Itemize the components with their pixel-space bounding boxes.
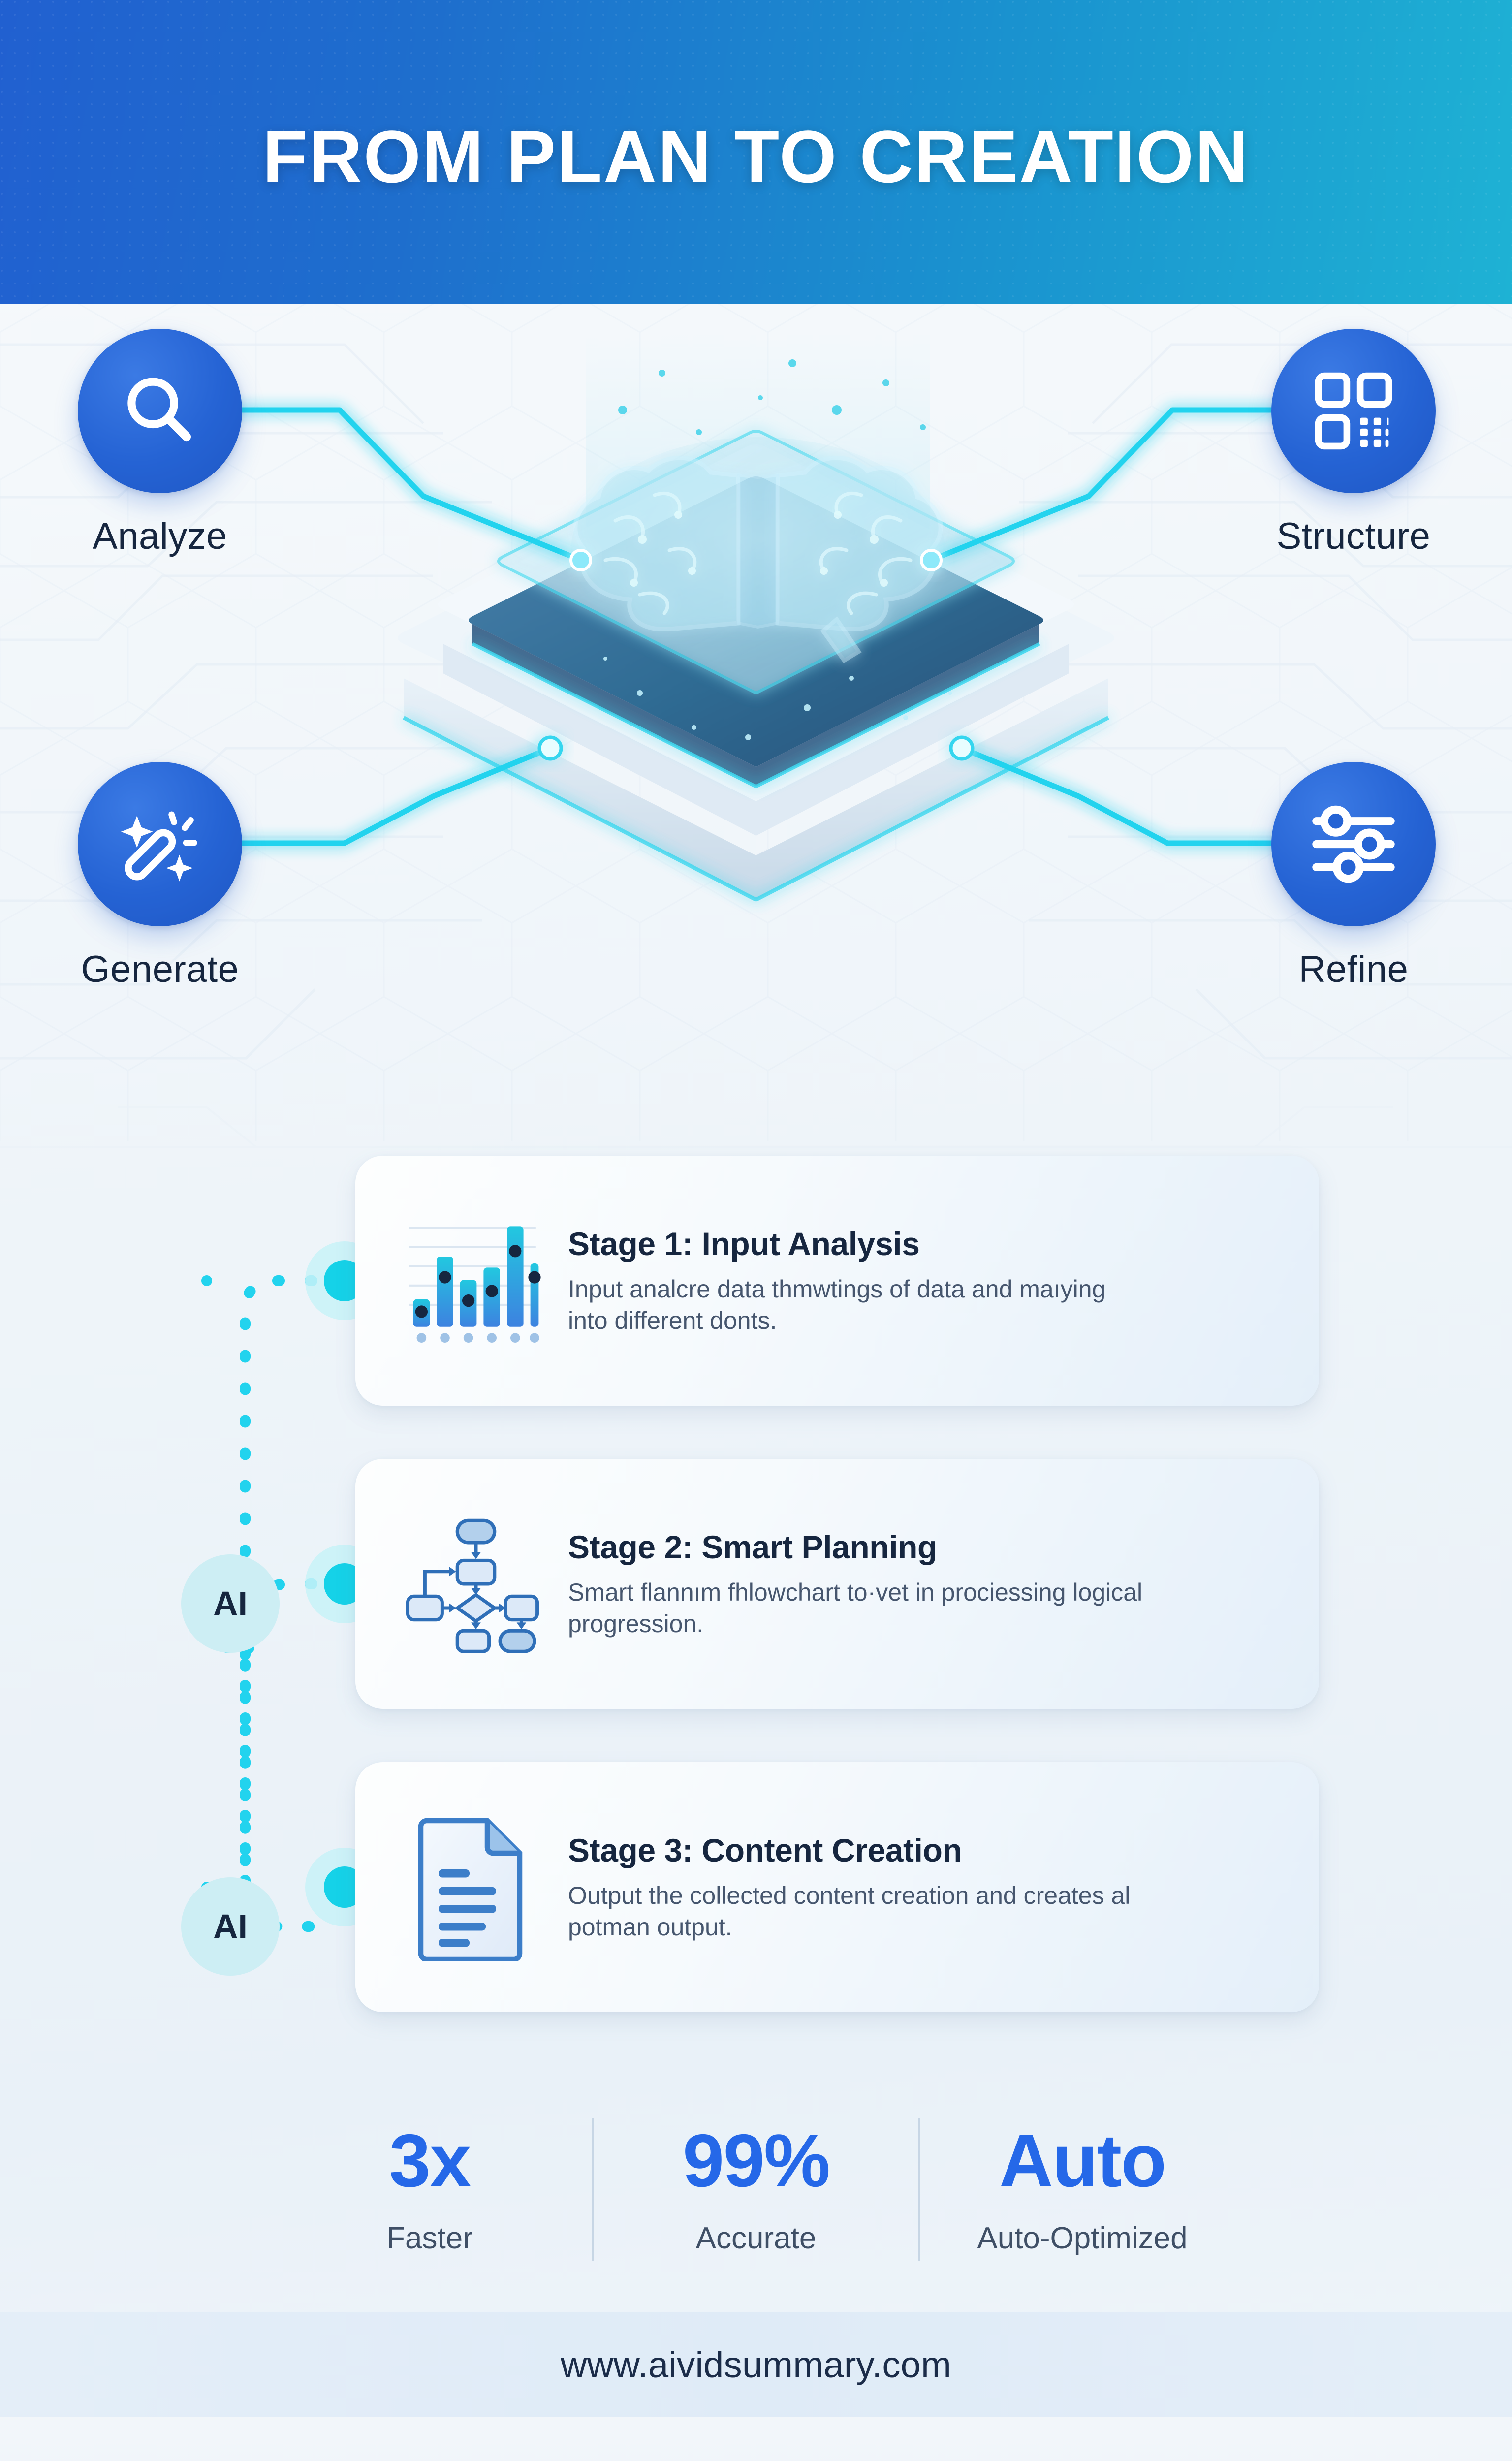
stage-card[interactable]: Stage 3: Content Creation Output the col…: [355, 1762, 1319, 2012]
stat-label: Accurate: [695, 2221, 817, 2255]
stage-title: Stage 3: Content Creation: [568, 1832, 962, 1868]
stat-label: Auto-Optimized: [977, 2221, 1188, 2255]
analyze-icon-circle[interactable]: [78, 329, 242, 493]
hero-node-label: Analyze: [93, 515, 227, 557]
stage-icon: [399, 1214, 546, 1347]
search-icon: [127, 378, 191, 442]
ai-badge-label: AI: [213, 1907, 248, 1946]
website-url-bar: www.aividsummary.com: [0, 2312, 1512, 2417]
hero-node-structure[interactable]: Structure: [1265, 329, 1442, 558]
stat-divider: [918, 2118, 920, 2261]
refine-icon-circle[interactable]: [1271, 762, 1436, 926]
hero-node-label: Refine: [1298, 948, 1409, 990]
stat-value: 3x: [389, 2118, 471, 2203]
stat-item: Auto Auto-Optimized: [920, 2123, 1245, 2256]
hero-node-refine[interactable]: Refine: [1265, 762, 1442, 991]
header-dot-texture: [0, 0, 1512, 304]
stage-description: Smart flannım fhlowchart to·vet in proci…: [568, 1578, 1143, 1638]
magic-wand-icon: [121, 811, 197, 882]
stage-title: Stage 1: Input Analysis: [568, 1226, 920, 1262]
stage-icon: [399, 1813, 546, 1961]
hero-node-generate[interactable]: Generate: [71, 762, 249, 991]
sliders-icon: [1312, 805, 1395, 883]
hero-section: Analyze Structure: [0, 304, 1512, 1131]
page-title: FROM PLAN TO CREATION: [262, 115, 1250, 198]
flowchart-icon: [406, 1518, 539, 1653]
hero-node-analyze[interactable]: Analyze: [71, 329, 249, 558]
grid-qr-icon: [1315, 372, 1392, 450]
stage-text: Stage 2: Smart Planning Smart flannım fh…: [568, 1528, 1149, 1640]
stat-label: Faster: [386, 2221, 473, 2255]
hero-node-label: Generate: [81, 948, 239, 990]
brand-logo: AI VidSummary: [0, 2417, 1512, 2461]
stage-card[interactable]: Stage 1: Input Analysis Input analcre da…: [355, 1156, 1319, 1406]
stat-divider: [592, 2118, 594, 2261]
ai-badge: AI: [181, 1877, 280, 1976]
stages-section: AI AI: [0, 1131, 1512, 2066]
stage-description: Output the collected content creation an…: [568, 1882, 1131, 1941]
stat-value: Auto: [999, 2118, 1166, 2203]
stat-value: 99%: [682, 2118, 830, 2203]
bar-chart-icon: [409, 1226, 541, 1343]
stage-description: Input analcre data thmwtings of data and…: [568, 1275, 1106, 1334]
stage-text: Stage 1: Input Analysis Input analcre da…: [568, 1225, 1149, 1336]
ai-badge: AI: [181, 1554, 280, 1653]
website-url[interactable]: www.aividsummary.com: [560, 2344, 952, 2385]
stage-icon: [399, 1515, 546, 1653]
generate-icon-circle[interactable]: [78, 762, 242, 926]
document-icon: [418, 1818, 523, 1961]
hero-node-label: Structure: [1276, 515, 1431, 557]
stage-card[interactable]: Stage 2: Smart Planning Smart flannım fh…: [355, 1459, 1319, 1709]
stats-section: 3x Faster 99% Accurate Auto Auto-Optimiz…: [0, 2066, 1512, 2312]
stage-title: Stage 2: Smart Planning: [568, 1529, 937, 1565]
stage-text: Stage 3: Content Creation Output the col…: [568, 1831, 1149, 1943]
structure-icon-circle[interactable]: [1271, 329, 1436, 493]
stat-item: 3x Faster: [267, 2123, 592, 2256]
hero-connectors-and-platform: [228, 329, 1284, 902]
page-header: FROM PLAN TO CREATION: [0, 0, 1512, 304]
stat-item: 99% Accurate: [594, 2123, 918, 2256]
ai-badge-label: AI: [213, 1584, 248, 1623]
